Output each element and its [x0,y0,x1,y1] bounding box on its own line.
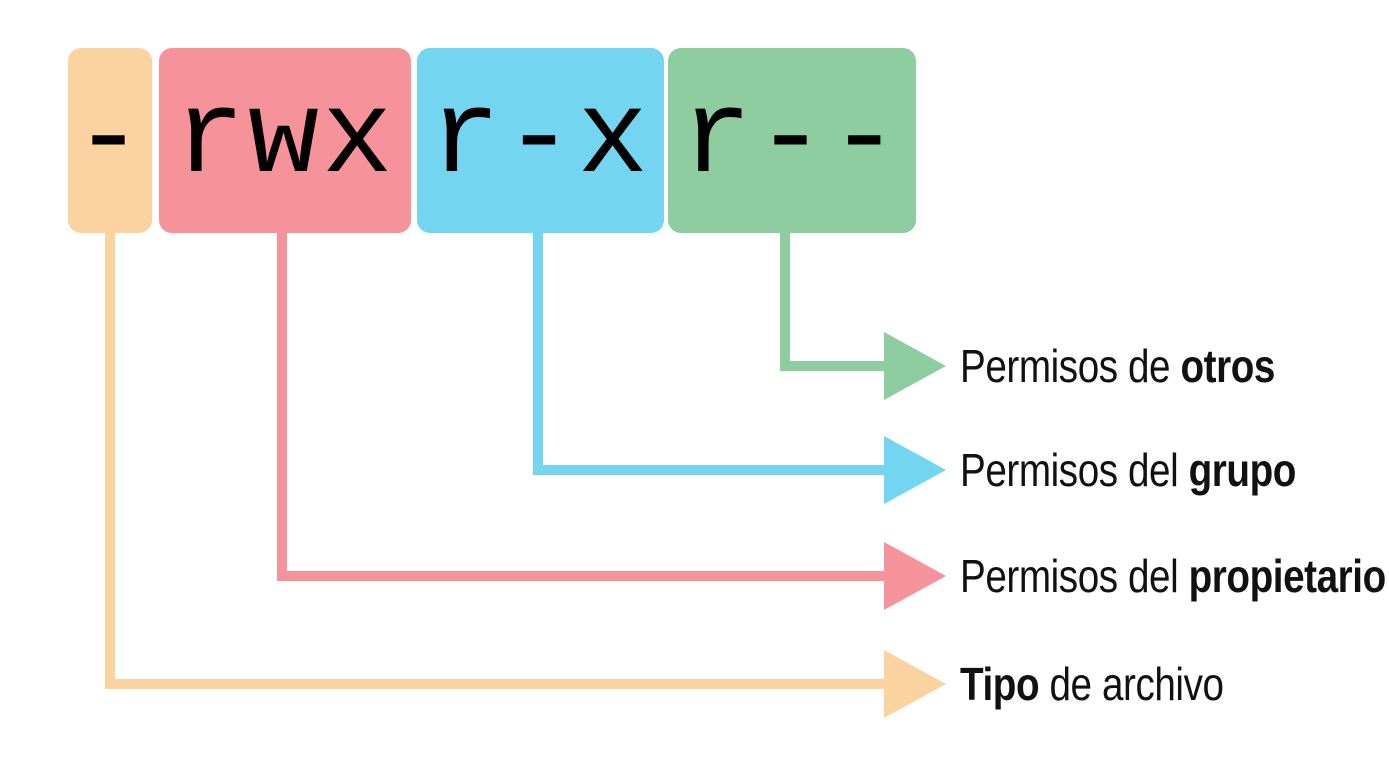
segment-box-group: r-x [417,48,664,233]
label-others-prefix: Permisos de [960,340,1181,392]
connector-hline-others [780,361,884,371]
permission-chars-owner: rwx [174,73,396,207]
permission-chars-group: r-x [429,73,652,207]
label-group-prefix: Permisos del [960,444,1189,496]
connector-hline-file-type [105,679,884,689]
segment-box-others: r-- [668,48,916,233]
segment-box-file-type: - [68,48,152,233]
label-others-keyword: otros [1180,340,1275,392]
connector-hline-owner [277,571,884,581]
label-owner-permissions: Permisos del propietario [960,546,1386,606]
connector-vline-owner [277,230,287,581]
label-file-type: Tipo de archivo [960,654,1224,714]
segment-box-owner: rwx [159,48,411,233]
arrowhead-icon-owner [884,542,946,610]
label-owner-keyword: propietario [1188,550,1387,602]
label-file-type-keyword: Tipo [960,658,1040,710]
label-file-type-suffix: de archivo [1039,658,1224,710]
connector-vline-others [780,230,790,371]
arrowhead-icon-file-type [884,650,946,718]
arrowhead-icon-others [884,332,946,400]
arrowhead-icon-group [884,436,946,504]
permission-chars-file-type: - [73,73,147,207]
label-group-permissions: Permisos del grupo [960,440,1296,500]
label-owner-prefix: Permisos del [960,550,1189,602]
label-group-keyword: grupo [1188,444,1297,496]
permission-chars-others: r-- [681,73,903,207]
connector-vline-group [533,230,543,475]
label-others-permissions: Permisos de otros [960,336,1275,396]
connector-hline-group [533,465,884,475]
connector-vline-file-type [105,230,115,689]
